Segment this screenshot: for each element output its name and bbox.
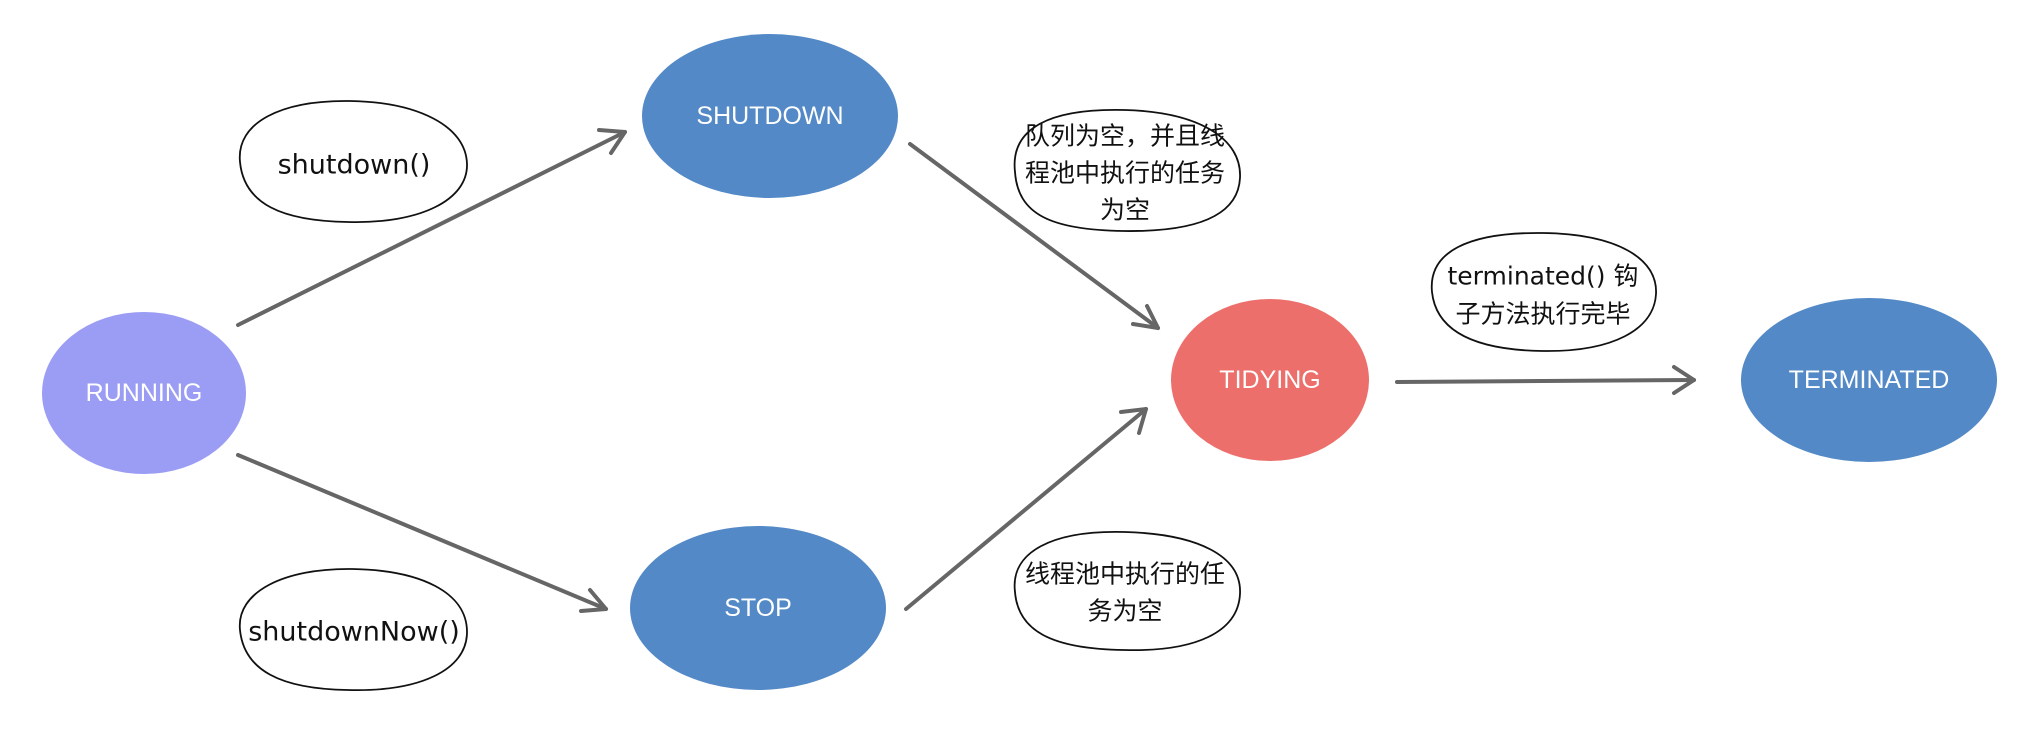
state-shutdown-label: SHUTDOWN (696, 102, 843, 130)
note-queue-empty-line-2: 程池中执行的任务 (1025, 159, 1225, 188)
state-tidying-ellipse (1171, 299, 1369, 461)
note-shutdown-now-call-bubble (239, 568, 468, 691)
state-tidying-label: TIDYING (1219, 366, 1320, 394)
state-stop: STOP (630, 526, 886, 690)
note-queue-empty: 队列为空，并且线 程池中执行的任务 为空 (1013, 109, 1241, 232)
state-terminated-ellipse (1741, 298, 1997, 462)
state-running: RUNNING (42, 312, 246, 474)
state-tidying: TIDYING (1171, 299, 1369, 461)
arrow-shutdown-to-tidying (908, 142, 1160, 330)
note-terminated-hook-line-2: 子方法执行完毕 (1455, 300, 1630, 329)
note-shutdown-call-text: shutdown() (278, 150, 431, 181)
arrow-running-to-shutdown (236, 128, 627, 327)
note-queue-empty-line-1: 队列为空，并且线 (1025, 122, 1225, 151)
note-shutdown-call: shutdown() (239, 100, 468, 223)
state-running-ellipse (42, 312, 246, 474)
note-pool-empty-line-2: 务为空 (1087, 597, 1162, 626)
state-stop-label: STOP (724, 594, 792, 622)
state-shutdown: SHUTDOWN (642, 34, 898, 198)
note-shutdown-now-call: shutdownNow() (239, 568, 468, 691)
arrow-running-to-stop (236, 453, 608, 613)
state-stop-ellipse (630, 526, 886, 690)
note-shutdown-call-bubble (239, 100, 468, 223)
note-pool-empty: 线程池中执行的任 务为空 (1013, 531, 1241, 651)
state-terminated-label: TERMINATED (1789, 366, 1950, 394)
state-terminated: TERMINATED (1741, 298, 1997, 462)
note-terminated-hook: terminated() 钩 子方法执行完毕 (1430, 232, 1657, 352)
state-running-label: RUNNING (86, 379, 203, 407)
arrow-stop-to-tidying (904, 407, 1148, 611)
arrow-tidying-to-terminated (1395, 365, 1696, 395)
note-queue-empty-line-3: 为空 (1100, 196, 1150, 225)
note-pool-empty-line-1: 线程池中执行的任 (1025, 560, 1225, 589)
note-terminated-hook-line-1: terminated() 钩 (1448, 262, 1639, 291)
note-shutdown-now-call-text: shutdownNow() (248, 617, 460, 648)
note-pool-empty-bubble (1013, 531, 1241, 651)
transition-arrows (236, 128, 1696, 613)
note-queue-empty-bubble (1013, 109, 1241, 232)
state-shutdown-ellipse (642, 34, 898, 198)
note-terminated-hook-bubble (1430, 232, 1657, 352)
